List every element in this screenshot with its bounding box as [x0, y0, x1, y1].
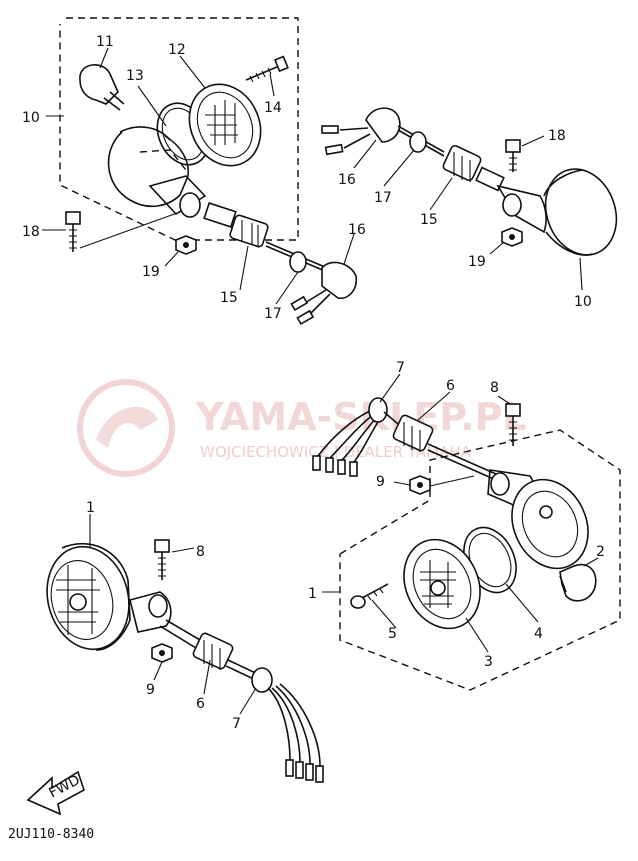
stem-15-right — [442, 144, 505, 192]
cable-7-bottom — [251, 667, 324, 783]
bulb-2 — [559, 563, 597, 602]
label-9-bottom: 9 — [146, 682, 155, 698]
label-11: 11 — [96, 34, 114, 50]
fwd-arrow: FWD — [26, 770, 85, 816]
bottom-right-turn-signal-assembly — [312, 397, 621, 691]
grommet-16-left — [290, 261, 358, 326]
label-19-right: 19 — [468, 254, 486, 270]
label-18-right: 18 — [548, 128, 566, 144]
housing-10 — [107, 126, 207, 218]
lens-1-left — [46, 543, 131, 651]
grommet-16-right — [321, 107, 401, 156]
label-1-right: 1 — [308, 586, 317, 602]
cable-7-top — [312, 397, 388, 477]
label-6-top: 6 — [446, 378, 455, 394]
label-6-bottom: 6 — [196, 696, 205, 712]
part-labels: 11 12 13 14 10 18 19 15 17 16 16 17 15 1… — [8, 34, 605, 842]
watermark: YAMA-SKLEP.PL WOJCIECHOWICZ | DEALER YAM… — [77, 379, 527, 477]
label-15-left: 15 — [220, 290, 238, 306]
label-1-left: 1 — [86, 500, 95, 516]
label-19-left: 19 — [142, 264, 160, 280]
label-15-right: 15 — [420, 212, 438, 228]
bolt-18-right — [505, 139, 521, 172]
bolt-18-left — [65, 211, 81, 252]
top-left-turn-signal-assembly — [59, 17, 358, 326]
lens-12 — [188, 83, 262, 167]
label-17-right: 17 — [374, 190, 392, 206]
top-right-turn-signal-assembly — [321, 107, 618, 256]
label-16-right: 16 — [338, 172, 356, 188]
stem-left-bottom — [129, 591, 201, 649]
drawing-code: 2UJ110-8340 — [8, 827, 94, 842]
stem-6-top — [392, 414, 497, 481]
label-10-right: 10 — [574, 294, 592, 310]
bolt-8-top — [505, 403, 521, 446]
bottom-left-turn-signal-assembly — [46, 539, 324, 783]
label-17-left: 17 — [264, 306, 282, 322]
label-7-top: 7 — [396, 360, 405, 376]
label-8-top: 8 — [490, 380, 499, 396]
label-4: 4 — [534, 626, 543, 642]
label-7-bottom: 7 — [232, 716, 241, 732]
stem-6-bottom — [192, 632, 263, 683]
label-18-left: 18 — [22, 224, 40, 240]
watermark-brand: YAMA-SKLEP.PL — [195, 395, 527, 439]
stem-15-left — [203, 202, 333, 275]
label-5: 5 — [388, 626, 397, 642]
housing-body — [487, 469, 589, 570]
housing-10-right — [496, 168, 618, 256]
label-16-left: 16 — [348, 222, 366, 238]
label-3: 3 — [484, 654, 493, 670]
label-8-bottom: 8 — [196, 544, 205, 560]
lens-3 — [403, 538, 481, 630]
label-12: 12 — [168, 42, 186, 58]
label-13: 13 — [126, 68, 144, 84]
leader-lines — [42, 47, 599, 715]
screw-14 — [245, 55, 289, 83]
label-9-top: 9 — [376, 474, 385, 490]
bolt-8-bottom — [154, 539, 170, 580]
screw-5 — [350, 583, 389, 609]
bulb-11 — [79, 64, 125, 111]
label-2: 2 — [596, 544, 605, 560]
label-10-left: 10 — [22, 110, 40, 126]
label-14: 14 — [264, 100, 282, 116]
